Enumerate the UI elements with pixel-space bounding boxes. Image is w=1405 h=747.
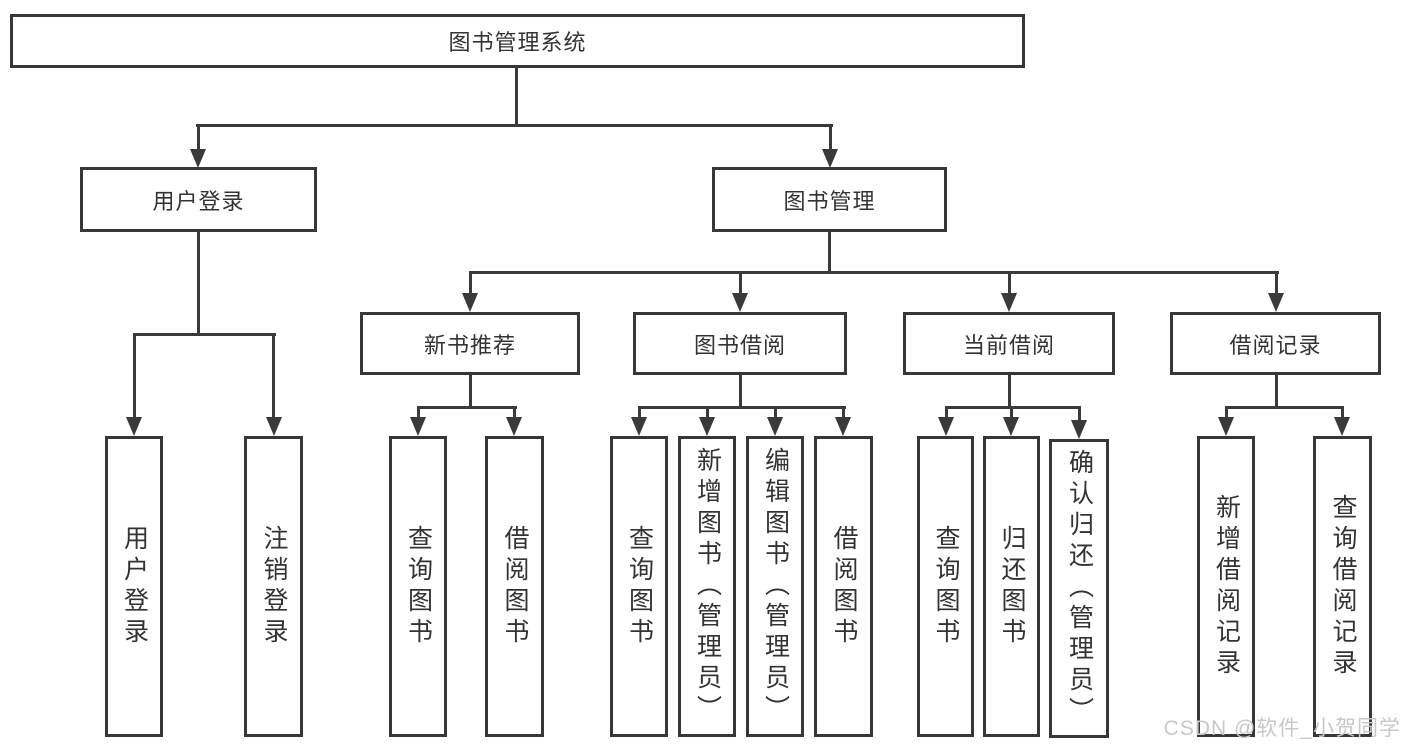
node-book-borrow-label: 图书借阅 <box>693 332 786 358</box>
node-new-book-recommend: 新书推荐 <box>360 312 580 375</box>
connector-line <box>1008 271 1011 296</box>
leaf-borrow-books-recommend: 借阅图书 <box>485 436 544 737</box>
connector-line <box>706 406 709 418</box>
connector-line <box>828 232 831 274</box>
leaf-query-books-current: 查询图书 <box>917 436 974 737</box>
node-root: 图书管理系统 <box>10 14 1025 68</box>
leaf-add-books-admin-label: 新增图书（管理员） <box>693 447 722 726</box>
leaf-logout: 注销登录 <box>244 436 303 737</box>
leaf-add-books-admin: 新增图书（管理员） <box>678 436 736 737</box>
arrowhead-icon <box>410 417 426 436</box>
connector-line <box>469 271 1279 274</box>
leaf-user-login: 用户登录 <box>105 436 163 737</box>
connector-line <box>133 333 276 336</box>
leaf-user-login-label: 用户登录 <box>120 524 149 649</box>
node-root-label: 图书管理系统 <box>448 30 587 55</box>
leaf-add-borrow-record: 新增借阅记录 <box>1197 436 1255 737</box>
connector-line <box>197 124 200 152</box>
leaf-borrow-books: 借阅图书 <box>814 436 873 737</box>
arrowhead-icon <box>1071 420 1087 439</box>
arrowhead-icon <box>266 417 282 436</box>
arrowhead-icon <box>190 149 206 168</box>
connector-line <box>829 124 832 152</box>
arrowhead-icon <box>506 417 522 436</box>
node-borrow-records: 借阅记录 <box>1170 312 1381 375</box>
connector-line <box>1008 375 1011 409</box>
connector-line <box>945 406 948 418</box>
arrowhead-icon <box>1268 293 1284 312</box>
arrowhead-icon <box>462 293 478 312</box>
connector-line <box>1225 406 1344 409</box>
connector-line <box>774 406 777 418</box>
connector-line <box>513 406 516 418</box>
connector-line <box>1275 271 1278 296</box>
leaf-query-borrow-record-label: 查询借阅记录 <box>1329 493 1357 680</box>
connector-line <box>1225 406 1228 418</box>
watermark-text: CSDN @软件_小贺同学 <box>1163 717 1401 740</box>
leaf-query-books-recommend: 查询图书 <box>389 436 447 737</box>
node-current-borrow: 当前借阅 <box>903 312 1115 375</box>
leaf-confirm-return-admin: 确认归还（管理员） <box>1049 439 1109 738</box>
arrowhead-icon <box>126 417 142 436</box>
arrowhead-icon <box>938 417 954 436</box>
leaf-edit-books-admin: 编辑图书（管理员） <box>746 436 804 737</box>
connector-line <box>417 406 517 409</box>
leaf-add-borrow-record-label: 新增借阅记录 <box>1212 493 1241 680</box>
connector-line <box>417 406 420 418</box>
connector-line <box>133 333 136 418</box>
node-user-login: 用户登录 <box>80 167 317 232</box>
connector-line <box>739 375 742 409</box>
connector-line <box>1341 406 1344 418</box>
leaf-query-books-borrow-label: 查询图书 <box>625 524 654 649</box>
node-book-management-label: 图书管理 <box>783 188 876 214</box>
connector-line <box>842 406 845 418</box>
node-new-book-recommend-label: 新书推荐 <box>423 332 516 358</box>
arrowhead-icon <box>699 417 715 436</box>
arrowhead-icon <box>1001 293 1017 312</box>
leaf-borrow-books-recommend-label: 借阅图书 <box>501 524 529 649</box>
leaf-return-books: 归还图书 <box>983 436 1040 737</box>
arrowhead-icon <box>767 417 783 436</box>
leaf-query-books-recommend-label: 查询图书 <box>404 524 433 649</box>
arrowhead-icon <box>1003 417 1019 436</box>
connector-line <box>272 333 275 418</box>
connector-line <box>469 375 472 409</box>
connector-line <box>1010 406 1013 418</box>
leaf-query-books-current-label: 查询图书 <box>932 524 960 649</box>
node-current-borrow-label: 当前借阅 <box>962 332 1055 358</box>
arrowhead-icon <box>822 149 838 168</box>
connector-line <box>638 406 641 418</box>
connector-line <box>515 68 518 127</box>
connector-line <box>1078 406 1081 421</box>
arrowhead-icon <box>732 293 748 312</box>
leaf-logout-label: 注销登录 <box>260 524 288 649</box>
node-user-login-label: 用户登录 <box>152 188 245 214</box>
leaf-edit-books-admin-label: 编辑图书（管理员） <box>761 447 790 726</box>
node-book-management: 图书管理 <box>712 167 947 232</box>
arrowhead-icon <box>1218 417 1234 436</box>
leaf-confirm-return-admin-label: 确认归还（管理员） <box>1065 449 1094 728</box>
connector-line <box>1275 375 1278 409</box>
leaf-borrow-books-label: 借阅图书 <box>830 524 858 649</box>
connector-line <box>739 271 742 296</box>
arrowhead-icon <box>1334 417 1350 436</box>
arrowhead-icon <box>631 417 647 436</box>
leaf-return-books-label: 归还图书 <box>998 524 1026 649</box>
node-book-borrow: 图书借阅 <box>633 312 847 375</box>
connector-line <box>469 271 472 296</box>
arrowhead-icon <box>835 417 851 436</box>
connector-line <box>196 124 833 127</box>
leaf-query-books-borrow: 查询图书 <box>610 436 668 737</box>
leaf-query-borrow-record: 查询借阅记录 <box>1313 436 1372 737</box>
connector-line <box>197 232 200 336</box>
node-borrow-records-label: 借阅记录 <box>1229 332 1322 358</box>
connector-line <box>638 406 846 409</box>
connector-line <box>945 406 1081 409</box>
